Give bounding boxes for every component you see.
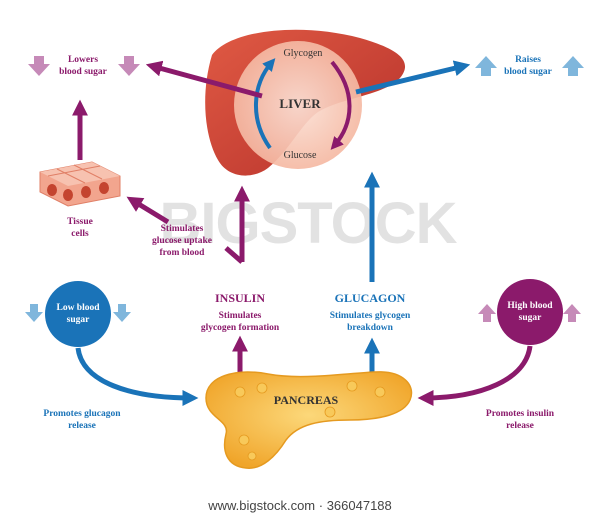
up-arrow-icon [478,304,496,322]
high-blood-sugar-circle [497,279,563,345]
uptake-label-1: Stimulates [161,224,204,234]
raises-label: Raises [515,55,541,65]
low-blood-sugar-circle [45,281,111,347]
footer-text: www.bigstock.com · 366047188 [207,498,392,513]
low-blood-sugar-label-2: sugar [67,315,90,325]
glucose-label: Glucose [284,150,317,161]
uptake-label-3: from blood [160,248,206,258]
lowers-label-2: blood sugar [59,67,108,77]
tissue-label: Tissue [67,217,93,227]
low-blood-sugar: Low blood sugar [25,281,131,347]
high-blood-sugar-label-1: High blood [507,301,553,311]
down-arrow-icon [28,56,50,76]
down-arrow-icon [25,304,43,322]
raises-blood-sugar: Raises blood sugar [475,55,584,77]
pancreas-shape [206,372,412,468]
down-arrow-icon [118,56,140,76]
insulin-desc-2: glycogen formation [201,323,280,333]
lowers-label: Lowers [68,55,98,65]
high-sugar-to-pancreas-arrow [424,346,530,398]
raises-label-2: blood sugar [504,67,553,77]
uptake-label-2: glucose uptake [152,236,212,246]
up-arrow-icon [563,304,581,322]
up-arrow-icon [475,56,497,76]
lowers-blood-sugar: Lowers blood sugar [28,55,140,77]
low-sugar-to-pancreas-arrow [78,348,192,398]
glucagon-desc-1: Stimulates glycogen [330,311,411,321]
liver: LIVER Glycogen Glucose [205,30,405,176]
low-blood-sugar-label-1: Low blood [56,303,100,313]
up-arrow-icon [562,56,584,76]
high-blood-sugar: High blood sugar [478,279,581,345]
insulin-desc-1: Stimulates [219,311,262,321]
tissue-cells-icon [40,162,120,206]
promotes-glucagon-1: Promotes glucagon [43,409,121,419]
high-blood-sugar-label-2: sugar [519,313,542,323]
pancreas: PANCREAS [206,372,412,468]
liver-title: LIVER [279,96,321,111]
promotes-insulin-1: Promotes insulin [486,409,555,419]
glycogen-label: Glycogen [284,48,323,59]
glucagon-title: GLUCAGON [335,291,406,305]
promotes-glucagon-2: release [68,421,96,431]
insulin-title: INSULIN [215,291,265,305]
tissue-label-2: cells [71,229,89,239]
promotes-insulin-2: release [506,421,534,431]
glucagon-desc-2: breakdown [347,323,393,333]
down-arrow-icon [113,304,131,322]
pancreas-title: PANCREAS [274,393,339,407]
watermark: BIGSTOCK [159,191,457,256]
